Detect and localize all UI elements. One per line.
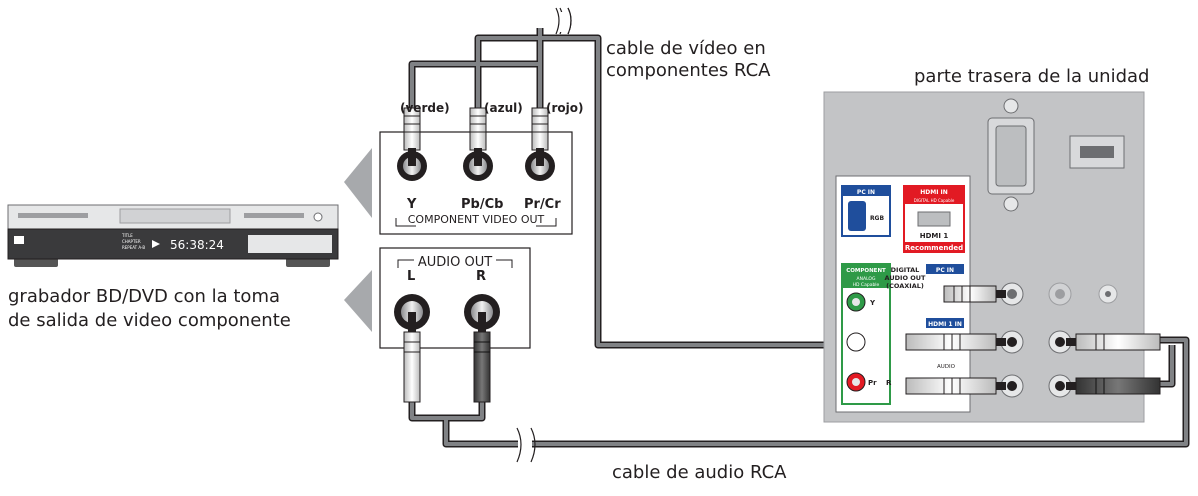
- jack-label-y: Y: [406, 197, 417, 212]
- tv-audio-out-label: AUDIO OUT: [885, 274, 927, 282]
- player-counter: 56:38:24: [170, 238, 224, 252]
- audio-plug-r: [464, 294, 500, 403]
- tv-hdmi1-in-label: HDMI 1 IN: [928, 321, 962, 328]
- tv-audio-plug-l: [1066, 333, 1161, 351]
- player-label-line2: de salida de video componente: [8, 310, 291, 331]
- plug-label-red: (rojo): [546, 101, 584, 115]
- tv-pc-in2-label: PC IN: [936, 267, 954, 274]
- video-cable-label-line1: cable de vídeo en: [606, 38, 766, 59]
- tv-hdmi1-label: HDMI 1: [920, 232, 949, 240]
- tv-y-label: Y: [869, 299, 876, 307]
- callout-triangle-audio: [344, 270, 372, 332]
- tv-audio-label: AUDIO: [937, 364, 956, 370]
- jack-label-pb: Pb/Cb: [461, 197, 503, 212]
- player-label-line1: grabador BD/DVD con la toma: [8, 286, 281, 307]
- video-cable-fill: [410, 28, 900, 347]
- player-info-chapter: CHAPTER: [122, 239, 141, 244]
- player-info-repeat: REPEAT A-B: [122, 245, 145, 250]
- jack-label-pr: Pr/Cr: [524, 197, 561, 212]
- tv-audio-plug-r: [1066, 377, 1161, 395]
- audio-jack-label-r: R: [476, 269, 486, 284]
- component-plug-y: [397, 107, 427, 181]
- tv-rgb-label: RGB: [870, 215, 885, 222]
- plug-label-green: (verde): [400, 101, 450, 115]
- bd-dvd-player: TITLE CHAPTER REPEAT A-B 56:38:24: [7, 204, 339, 267]
- tv-video-plug-top: [943, 285, 1006, 303]
- tv-r-label: R: [886, 379, 892, 387]
- tv-pc-in-label: PC IN: [857, 189, 875, 196]
- audio-cable-label: cable de audio RCA: [612, 462, 787, 483]
- tv-video-plug-mid: [905, 333, 1006, 351]
- tv-panel-labels: PC IN RGB HDMI IN DIGITAL HD Capable HDM…: [846, 189, 963, 387]
- audio-out-box: [379, 247, 531, 349]
- tv-hdmi-in-label: HDMI IN: [920, 189, 948, 196]
- tv-digital-label: DIGITAL: [891, 266, 920, 274]
- plug-label-blue: (azul): [484, 101, 523, 115]
- player-info-title: TITLE: [121, 233, 133, 238]
- component-video-out-title: COMPONENT VIDEO OUT: [408, 213, 545, 226]
- tv-back-panel: [823, 91, 1145, 423]
- tv-recommended-label: Recommended: [905, 244, 963, 252]
- tv-coaxial-label: (COAXIAL): [886, 282, 924, 290]
- audio-plug-l: [394, 294, 430, 403]
- callout-triangle-video: [344, 148, 372, 218]
- tv-hd-capable-label: HD Capable: [853, 282, 880, 288]
- unit-back-label: parte trasera de la unidad: [914, 66, 1150, 87]
- tv-video-plug-bottom: [905, 377, 1006, 395]
- tv-component-label: COMPONENT: [846, 268, 886, 274]
- audio-out-title: AUDIO OUT: [418, 255, 492, 270]
- tv-hdmi-capable-label: DIGITAL HD Capable: [914, 198, 955, 203]
- audio-jack-label-l: L: [407, 269, 415, 284]
- component-plug-pr: [525, 107, 555, 181]
- component-plug-pb: [463, 107, 493, 181]
- cable-break-marks: [516, 7, 572, 463]
- video-cable-label-line2: componentes RCA: [606, 60, 771, 81]
- tv-pr-label: Pr: [868, 379, 877, 387]
- tv-analog-label: ANALOG: [857, 276, 876, 282]
- audio-cable-fill: [410, 338, 1188, 446]
